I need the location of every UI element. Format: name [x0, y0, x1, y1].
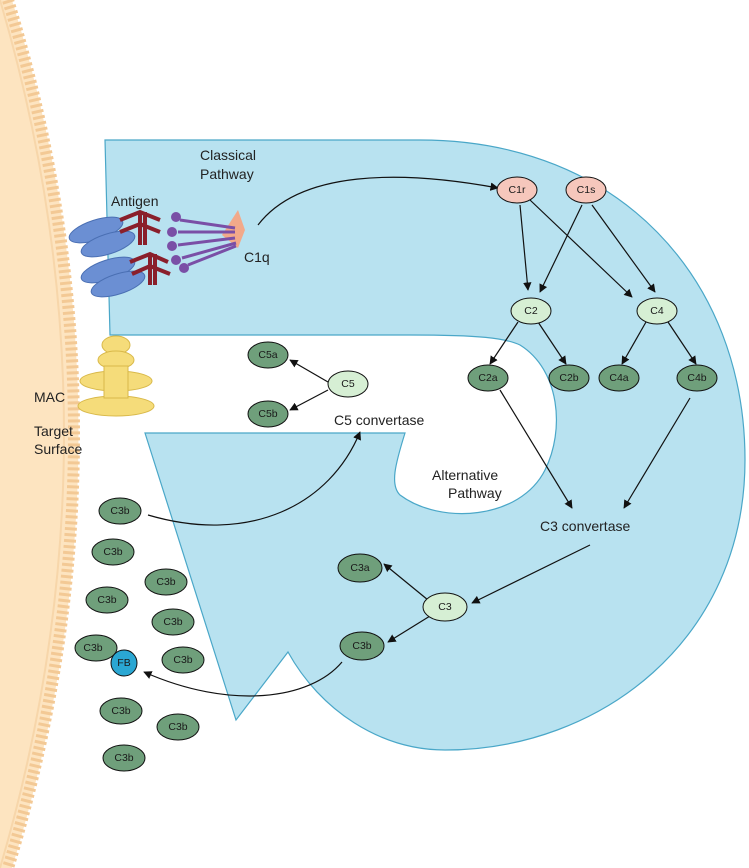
c3b-deposit-8: C3b [156, 713, 200, 741]
target-label: Target [34, 423, 73, 439]
classical-label: Classical [200, 147, 256, 163]
c3b-deposit-6-label: C3b [173, 654, 192, 666]
arrow-c1s-to-c2 [539, 204, 583, 293]
mac-label: MAC [34, 389, 65, 405]
c3b-deposit-1-label: C3b [110, 505, 129, 517]
c3b-fb-label: C3b [83, 642, 102, 654]
c3b-deposit-8-label: C3b [168, 721, 187, 733]
node-c1s: C1s [565, 176, 607, 204]
pathway-region [104, 139, 746, 751]
antigen-complex-2 [80, 251, 171, 298]
node-c5b-label: C5b [258, 408, 277, 420]
antigen-label: Antigen [111, 193, 158, 209]
node-c3b-main: C3b [339, 631, 385, 661]
c1q-label: C1q [244, 249, 270, 265]
arrow-c5-to-c5b [289, 389, 329, 411]
antigen-complex-1 [68, 209, 161, 258]
node-c4b-label: C4b [687, 372, 706, 384]
alternative-label: Alternative [432, 467, 498, 483]
c3b-deposit-9-label: C3b [114, 752, 133, 764]
fb-label: FB [117, 657, 130, 669]
node-c3a: C3a [337, 553, 383, 583]
arrow-c3-to-c3a [383, 563, 429, 601]
arrow-c3b-to-c5conv [147, 431, 362, 526]
c3b-deposit-2-label: C3b [103, 546, 122, 558]
arrow-c1r-to-c2 [519, 204, 532, 291]
node-c4a-label: C4a [609, 372, 628, 384]
node-c5: C5 [327, 370, 369, 398]
mac-complex [77, 335, 155, 417]
c3b-deposit-7: C3b [99, 697, 143, 725]
node-c1r: C1r [496, 176, 538, 204]
node-c5b: C5b [247, 400, 289, 428]
node-c4b: C4b [676, 364, 718, 392]
node-c3: C3 [422, 592, 468, 622]
arrow-c3b-to-fb [143, 661, 343, 697]
c5-convertase-label: C5 convertase [334, 412, 424, 428]
c3b-deposit-4: C3b [144, 568, 188, 596]
node-c5-label: C5 [341, 378, 355, 390]
c3b-fb-complex: C3b FB [74, 634, 138, 677]
c3b-deposit-7-label: C3b [111, 705, 130, 717]
node-c3-label: C3 [438, 601, 452, 613]
node-c4: C4 [636, 297, 678, 325]
arrow-c1r-to-c4 [529, 199, 633, 298]
target-membrane [0, 0, 80, 868]
node-c3a-label: C3a [350, 562, 369, 574]
arrow-c5-to-c5a [289, 359, 329, 383]
node-c2b-label: C2b [559, 372, 578, 384]
c3-convertase-label: C3 convertase [540, 518, 630, 534]
classical-pathway-label: Pathway [200, 166, 254, 182]
node-c5a-label: C5a [258, 349, 277, 361]
c3b-deposit-1: C3b [98, 497, 142, 525]
c3b-deposit-9: C3b [102, 744, 146, 772]
arrow-c2-to-c2b [537, 321, 567, 365]
c3b-deposit-3: C3b [85, 586, 129, 614]
c3b-deposit-5-label: C3b [163, 616, 182, 628]
surface-label: Surface [34, 441, 82, 457]
arrow-c2a-to-c3conv [499, 389, 573, 509]
arrow-c3conv-to-c3 [471, 544, 591, 604]
node-c1s-label: C1s [577, 184, 596, 196]
arrow-c3-to-c3b [387, 615, 431, 643]
node-c1r-label: C1r [509, 184, 526, 196]
c3b-deposit-3-label: C3b [97, 594, 116, 606]
node-c2b: C2b [548, 364, 590, 392]
node-c2a-label: C2a [478, 372, 497, 384]
arrow-c2-to-c2a [489, 321, 519, 365]
arrow-c1q-to-c1r [257, 176, 499, 226]
c3b-deposit-2: C3b [91, 538, 135, 566]
arrows [143, 176, 697, 697]
node-c3b-main-label: C3b [352, 640, 371, 652]
nodes: C1r C1s C2 C4 C2a C2b C4a C4b [74, 176, 718, 772]
arrow-c4b-to-c3conv [623, 397, 691, 509]
node-c2: C2 [510, 297, 552, 325]
node-c5a: C5a [247, 341, 289, 369]
node-c4a: C4a [598, 364, 640, 392]
c3b-deposit-5: C3b [151, 608, 195, 636]
c3b-deposit-4-label: C3b [156, 576, 175, 588]
labels: Classical Pathway Antigen C1q MAC Target… [34, 147, 630, 534]
node-c2a: C2a [467, 364, 509, 392]
arrow-c1s-to-c4 [591, 204, 656, 293]
arrow-c4-to-c4b [667, 321, 697, 365]
node-c4-label: C4 [650, 305, 664, 317]
c3b-deposit-6: C3b [161, 646, 205, 674]
arrow-c4-to-c4a [621, 321, 647, 365]
node-c2-label: C2 [524, 305, 538, 317]
alternative-pathway-label: Pathway [448, 485, 502, 501]
c1q-molecule [167, 210, 245, 273]
